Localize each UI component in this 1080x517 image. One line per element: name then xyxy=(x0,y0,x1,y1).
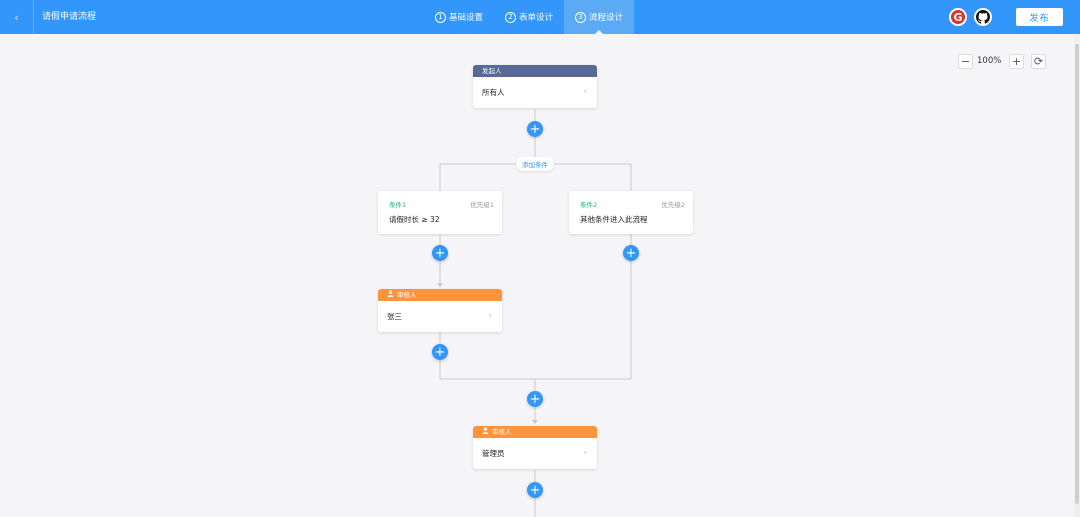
start-node-header: 发起人 xyxy=(473,65,597,77)
person-icon xyxy=(387,289,394,301)
approver-header-label: 审核人 xyxy=(492,428,512,436)
step-label: 表单设计 xyxy=(519,13,554,23)
publish-button[interactable]: 发布 xyxy=(1016,8,1063,26)
chevron-right-icon: › xyxy=(583,447,587,458)
add-node-button[interactable]: + xyxy=(623,245,639,261)
scrollbar-thumb[interactable] xyxy=(1075,44,1079,504)
chevron-left-icon: ‹ xyxy=(14,10,19,24)
add-node-button[interactable]: + xyxy=(432,245,448,261)
step-label: 流程设计 xyxy=(589,13,624,23)
person-icon xyxy=(482,426,489,438)
condition-title: 条件2 xyxy=(580,201,598,209)
approver-header-label: 审核人 xyxy=(397,291,417,299)
step-number: 2 xyxy=(505,11,517,23)
step-number: 1 xyxy=(435,11,446,23)
approver-node-header: 审核人 xyxy=(473,426,597,438)
start-node[interactable]: 发起人 所有人 › xyxy=(473,65,597,108)
github-logo-icon[interactable] xyxy=(974,8,992,26)
zoom-reset-button[interactable]: ⟳ xyxy=(1031,54,1046,69)
condition-priority: 优先级2 xyxy=(661,201,685,209)
chevron-right-icon: › xyxy=(488,310,492,321)
chevron-right-icon: › xyxy=(583,86,587,97)
approver-node-main[interactable]: 审核人 管理员 › xyxy=(473,426,597,469)
condition-node-1[interactable]: 条件1 优先级1 请假时长 ≥ 32 xyxy=(378,191,502,234)
gitee-logo-icon[interactable]: G xyxy=(949,8,967,26)
step-number: 3 xyxy=(575,11,587,23)
condition-body: 请假时长 ≥ 32 xyxy=(389,215,440,224)
zoom-out-button[interactable]: − xyxy=(958,54,973,69)
zoom-level: 100% xyxy=(977,56,1002,66)
add-condition-button[interactable]: 添加条件 xyxy=(516,157,554,171)
approver-node-branch[interactable]: 审核人 张三 › xyxy=(378,289,502,332)
back-button[interactable]: ‹ xyxy=(0,0,34,34)
approver-node-body: 张三 xyxy=(387,312,402,321)
add-node-button[interactable]: + xyxy=(432,344,448,360)
vertical-scrollbar[interactable] xyxy=(1074,34,1080,517)
step-label: 基础设置 xyxy=(449,13,484,23)
start-node-body: 所有人 xyxy=(482,88,505,97)
approver-node-body: 管理员 xyxy=(482,449,505,458)
condition-priority: 优先级1 xyxy=(470,201,494,209)
page-title: 请假申请流程 xyxy=(42,12,97,22)
add-node-button[interactable]: + xyxy=(527,121,543,137)
zoom-in-button[interactable]: + xyxy=(1009,54,1024,69)
approver-node-header: 审核人 xyxy=(378,289,502,301)
condition-title: 条件1 xyxy=(389,201,407,209)
condition-body: 其他条件进入此流程 xyxy=(580,215,648,224)
add-node-button[interactable]: + xyxy=(527,391,543,407)
condition-node-2[interactable]: 条件2 优先级2 其他条件进入此流程 xyxy=(569,191,693,234)
add-node-button[interactable]: + xyxy=(527,482,543,498)
